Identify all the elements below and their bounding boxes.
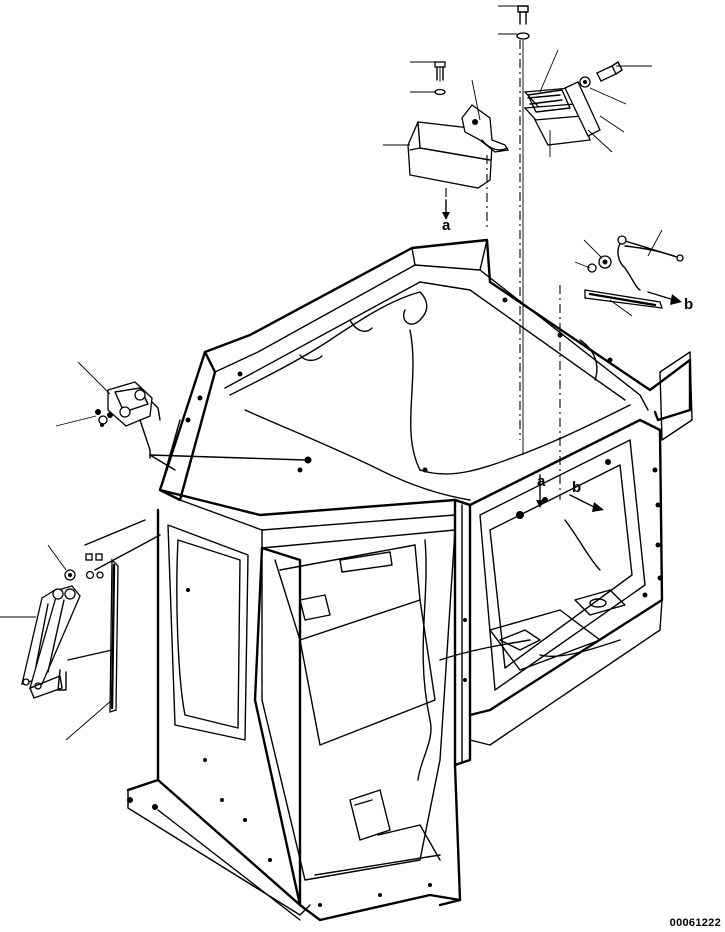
drawing-code: 00061222 [669, 917, 721, 929]
cab-frame [126, 238, 693, 922]
view-label-b-upper: b [684, 296, 693, 313]
view-arrows-at-cab [536, 474, 604, 512]
front-wiper-motor-assembly [95, 381, 306, 471]
sun-visor-assembly [516, 5, 623, 455]
rear-wiper-parts [559, 235, 684, 500]
view-label-b-lower: b [572, 479, 581, 496]
dome-lamp-assembly [407, 61, 510, 230]
leader-lines [0, 5, 663, 741]
view-label-a-lower: a [537, 473, 546, 490]
view-label-a-upper: a [442, 217, 451, 234]
front-wiper-arm-assembly [21, 519, 161, 713]
